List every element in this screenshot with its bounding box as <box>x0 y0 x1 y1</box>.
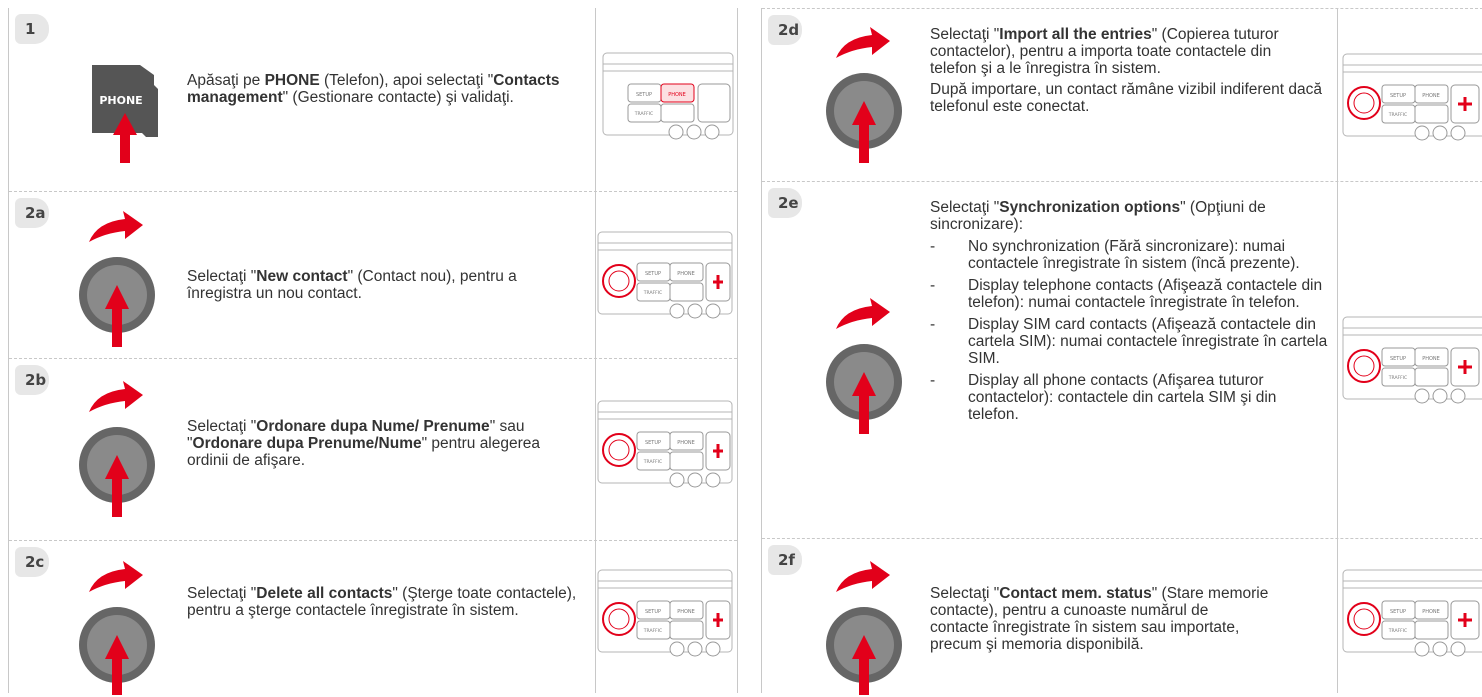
svg-text:TRAFFIC: TRAFFIC <box>643 290 662 296</box>
svg-text:SETUP: SETUP <box>645 440 661 446</box>
step-badge: 2d <box>768 15 802 45</box>
svg-text:TRAFFIC: TRAFFIC <box>1388 628 1407 634</box>
svg-text:TRAFFIC: TRAFFIC <box>1388 375 1407 381</box>
list-item: Display all phone contacts (Afişarea tut… <box>930 372 1330 423</box>
rotary-knob-icon <box>826 561 902 695</box>
radio-panel-knob-icon: SETUP PHONE TRAFFIC <box>597 231 733 319</box>
radio-panel-phone-icon: SETUP PHONE TRAFFIC <box>602 52 734 140</box>
step-text-2e: Selectaţi "Synchronization options" (Opţ… <box>930 199 1330 423</box>
svg-text:TRAFFIC: TRAFFIC <box>634 111 653 117</box>
phone-button-icon: PHONE <box>92 65 158 163</box>
step-text-2a: Selectaţi "New contact" (Contact nou), p… <box>187 268 582 302</box>
radio-panel-knob-icon: SETUP PHONE TRAFFIC <box>597 400 733 488</box>
radio-panel-knob-icon: SETUP PHONE TRAFFIC <box>597 569 733 657</box>
step-row-1: 1 PHONE Apăsaţi pe PHONE (Telefon), apoi… <box>9 8 737 173</box>
svg-text:PHONE: PHONE <box>677 609 695 615</box>
step-row-2d: 2d Selectaţi "Import all the entries" (C… <box>762 8 1482 182</box>
svg-text:SETUP: SETUP <box>1390 609 1406 615</box>
instruction: Selectaţi "New contact" (Contact nou), p… <box>187 268 517 302</box>
radio-panel-knob-icon: SETUP PHONE TRAFFIC <box>1342 53 1482 141</box>
instruction: Selectaţi "Ordonare dupa Nume/ Prenume" … <box>187 418 541 469</box>
svg-text:PHONE: PHONE <box>677 440 695 446</box>
radio-panel-knob-icon: SETUP PHONE TRAFFIC <box>1342 569 1482 657</box>
svg-text:PHONE: PHONE <box>1422 93 1440 99</box>
svg-text:TRAFFIC: TRAFFIC <box>643 459 662 465</box>
step-badge: 2a <box>15 198 49 228</box>
step-row-2a: 2a Selectaţi "New contact" (Contact nou)… <box>9 191 737 359</box>
instruction: Selectaţi "Synchronization options" (Opţ… <box>930 199 1266 233</box>
note: După importare, un contact rămâne vizibi… <box>930 81 1323 115</box>
step-text-1: Apăsaţi pe PHONE (Telefon), apoi selecta… <box>187 72 577 106</box>
svg-text:TRAFFIC: TRAFFIC <box>643 628 662 634</box>
svg-text:TRAFFIC: TRAFFIC <box>1388 112 1407 118</box>
left-column: 1 PHONE Apăsaţi pe PHONE (Telefon), apoi… <box>8 8 738 695</box>
rotary-knob-icon <box>79 561 155 695</box>
step-text-2f: Selectaţi "Contact mem. status" (Stare m… <box>930 585 1270 653</box>
rotary-knob-icon <box>79 381 155 517</box>
rotary-knob-icon <box>826 27 902 163</box>
svg-text:SETUP: SETUP <box>636 92 652 98</box>
svg-text:PHONE: PHONE <box>99 94 142 107</box>
right-column: 2d Selectaţi "Import all the entries" (C… <box>761 8 1482 695</box>
instruction: Selectaţi "Contact mem. status" (Stare m… <box>930 585 1269 653</box>
list-item: Display telephone contacts (Afişează con… <box>930 277 1330 311</box>
svg-text:SETUP: SETUP <box>645 271 661 277</box>
rotary-knob-icon <box>79 211 155 347</box>
instruction: Apăsaţi pe PHONE (Telefon), apoi selecta… <box>187 72 560 106</box>
svg-text:SETUP: SETUP <box>1390 93 1406 99</box>
step-badge: 2c <box>15 547 49 577</box>
svg-text:SETUP: SETUP <box>1390 356 1406 362</box>
svg-text:PHONE: PHONE <box>1422 609 1440 615</box>
instruction: Selectaţi "Import all the entries" (Copi… <box>930 26 1279 77</box>
rotary-knob-icon <box>826 298 902 434</box>
list-item: Display SIM card contacts (Afişează cont… <box>930 316 1330 367</box>
step-row-2e: 2e Selectaţi "Synchronization options" (… <box>762 181 1482 539</box>
step-text-2b: Selectaţi "Ordonare dupa Nume/ Prenume" … <box>187 418 582 469</box>
step-text-2c: Selectaţi "Delete all contacts" (Şterge … <box>187 585 587 619</box>
step-row-2c: 2c Selectaţi "Delete all contacts" (Şter… <box>9 540 737 695</box>
step-badge: 2b <box>15 365 49 395</box>
instruction: Selectaţi "Delete all contacts" (Şterge … <box>187 585 577 619</box>
list-item: No synchronization (Fără sincronizare): … <box>930 238 1330 272</box>
svg-text:PHONE: PHONE <box>668 92 686 98</box>
step-row-2f: 2f Selectaţi "Contact mem. status" (Star… <box>762 538 1482 695</box>
step-badge: 2e <box>768 188 802 218</box>
svg-text:SETUP: SETUP <box>645 609 661 615</box>
radio-panel-knob-icon: SETUP PHONE TRAFFIC <box>1342 316 1482 404</box>
step-badge: 2f <box>768 545 802 575</box>
step-text-2d: Selectaţi "Import all the entries" (Copi… <box>930 26 1322 115</box>
column-divider <box>1337 8 1338 693</box>
step-row-2b: 2b Selectaţi "Ordonare dupa Nume/ Prenum… <box>9 358 737 541</box>
column-divider <box>595 8 596 693</box>
svg-text:PHONE: PHONE <box>677 271 695 277</box>
svg-text:PHONE: PHONE <box>1422 356 1440 362</box>
step-badge: 1 <box>15 14 49 44</box>
